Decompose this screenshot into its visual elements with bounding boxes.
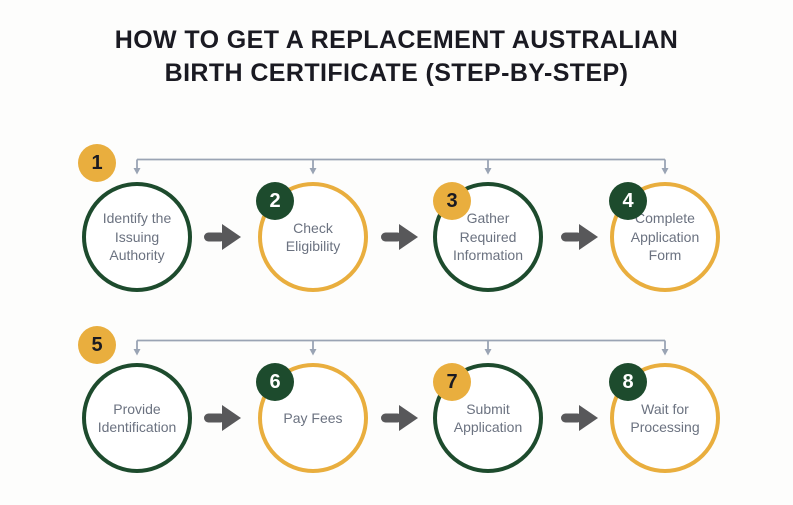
right-arrow-icon — [204, 224, 241, 250]
step-badge-6: 6 — [256, 363, 294, 401]
connector-row1-down-arrow-icons — [133, 168, 669, 175]
step-badge-2: 2 — [256, 182, 294, 220]
step-badge-4: 4 — [609, 182, 647, 220]
step-label-6: Pay Fees — [283, 409, 343, 426]
page-title: HOW TO GET A REPLACEMENT AUSTRALIAN BIRT… — [0, 24, 793, 89]
step-label-4: Complete Application Form — [630, 210, 700, 264]
connector-row2 — [136, 339, 666, 350]
step-badge-8: 8 — [609, 363, 647, 401]
connector-row2-down-arrow-icons — [133, 349, 669, 356]
step-badge-5: 5 — [78, 326, 116, 364]
step-label-8: Wait for Processing — [630, 400, 700, 435]
page-title-line1: HOW TO GET A REPLACEMENT AUSTRALIAN — [114, 26, 679, 54]
step-circle-3: Gather Required Information — [433, 182, 543, 292]
step-badge-3: 3 — [433, 182, 471, 220]
page-title-line2: BIRTH CERTIFICATE (STEP-BY-STEP) — [164, 58, 629, 87]
right-arrow-icon — [381, 405, 418, 431]
step-circle-8: Wait for Processing — [610, 363, 720, 473]
step-badge-1: 1 — [78, 144, 116, 182]
step-label-1: Identify the Issuing Authority — [102, 210, 172, 264]
right-arrow-icon — [204, 405, 241, 431]
right-arrow-icon — [561, 405, 598, 431]
step-label-3: Gather Required Information — [452, 210, 524, 264]
step-label-7: Submit Application — [453, 400, 523, 435]
step-label-5: Provide Identification — [97, 400, 177, 435]
step-label-2: Check Eligibility — [285, 219, 341, 254]
step-circle-5: Provide Identification — [82, 363, 192, 473]
step-badge-7: 7 — [433, 363, 471, 401]
right-arrow-icon — [561, 224, 598, 250]
step-circle-1: Identify the Issuing Authority — [82, 182, 192, 292]
right-arrow-icon — [381, 224, 418, 250]
connector-row1 — [136, 158, 666, 169]
